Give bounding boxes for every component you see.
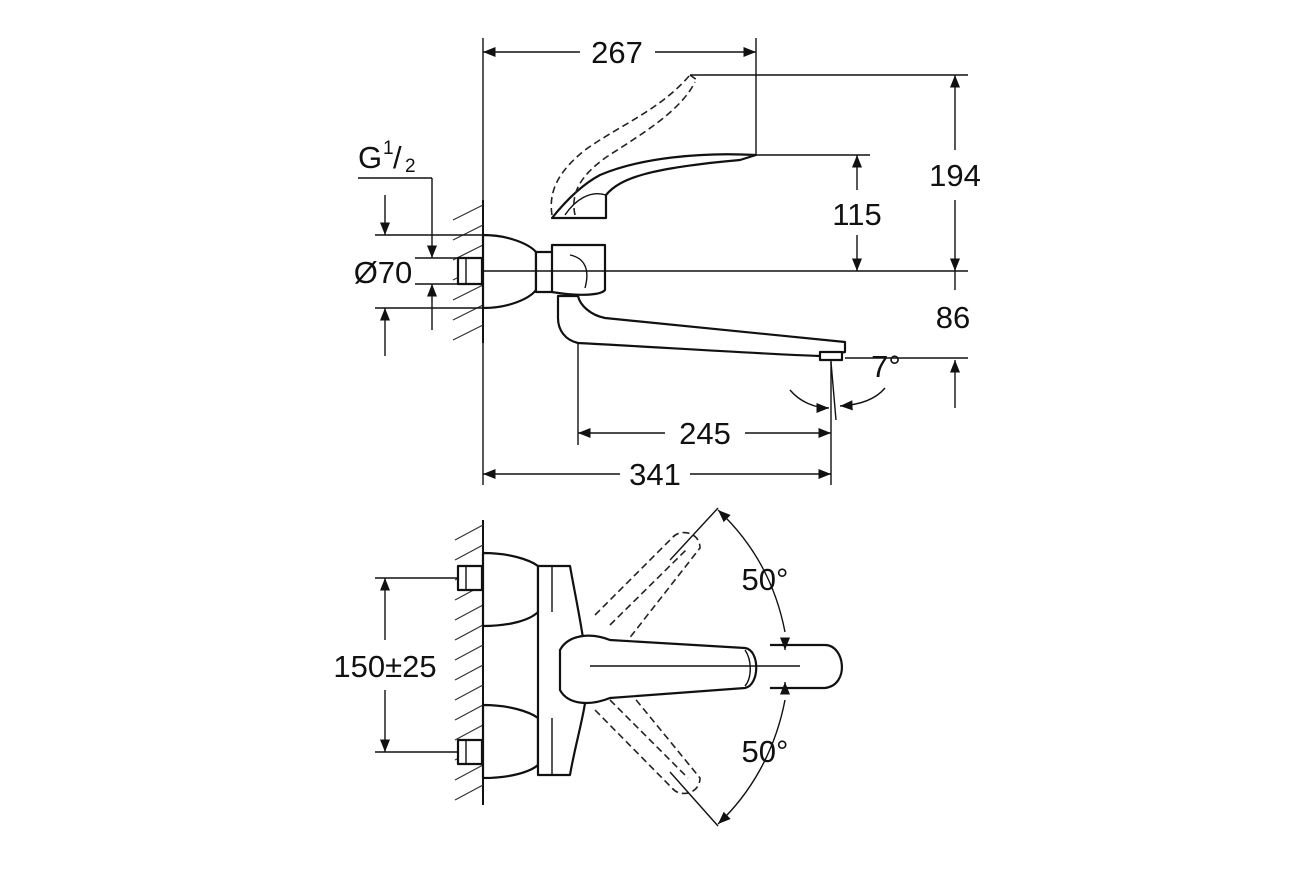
dim-267: 267 <box>591 35 643 70</box>
thread-g: G <box>358 140 382 175</box>
handle-rotated-lower <box>594 689 701 795</box>
dim-245: 245 <box>679 416 731 451</box>
upper-inlet-nipple <box>456 564 484 592</box>
dim-150-25: 150±25 <box>333 649 436 684</box>
lever-handle-raised <box>550 74 691 216</box>
spout-aerator <box>818 350 844 362</box>
upper-escutcheon <box>481 551 540 628</box>
inlet-nipple <box>456 256 484 286</box>
lower-inlet-nipple <box>456 738 484 766</box>
angle-50-lower: 50° <box>742 734 789 769</box>
valve-body <box>550 243 607 296</box>
spout <box>556 294 847 358</box>
top-lever-handle <box>558 634 758 705</box>
thread-denominator: 2 <box>405 156 416 177</box>
lower-escutcheon <box>481 703 540 780</box>
lever-handle <box>550 153 758 220</box>
angle-50-upper: 50° <box>742 562 789 597</box>
dim-7-degree: 7° <box>871 349 901 384</box>
top-spout <box>770 643 843 690</box>
dim-86: 86 <box>936 300 970 335</box>
top-view: 50° 50° 150±25 <box>333 507 843 827</box>
side-view: 267 194 115 86 7° 245 341 G 1 <box>354 35 981 492</box>
dim-115: 115 <box>832 197 881 232</box>
thread-slash: / <box>393 140 402 175</box>
handle-rotated-upper <box>594 531 701 641</box>
dim-194: 194 <box>929 158 981 193</box>
thread-label: G 1 / 2 <box>358 138 416 177</box>
thread-numerator: 1 <box>383 138 394 159</box>
dim-diameter-70: Ø70 <box>354 255 413 290</box>
dim-341: 341 <box>629 457 681 492</box>
